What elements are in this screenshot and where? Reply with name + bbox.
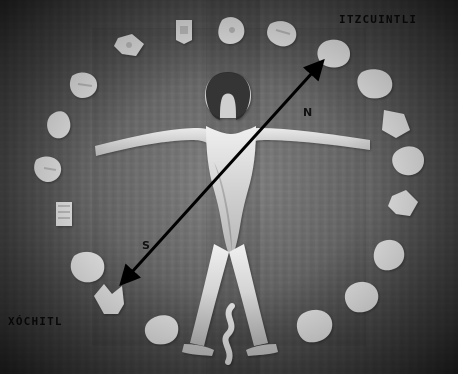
direction-south: S: [142, 239, 150, 252]
serpent-icon: [225, 306, 232, 362]
label-itzcuintli: ITZCUINTLI: [339, 14, 417, 26]
day-sign-icon: [176, 20, 192, 44]
day-sign-icon: [56, 202, 72, 226]
direction-north: N: [303, 106, 312, 119]
label-xochitl: XÓCHITL: [8, 316, 63, 328]
